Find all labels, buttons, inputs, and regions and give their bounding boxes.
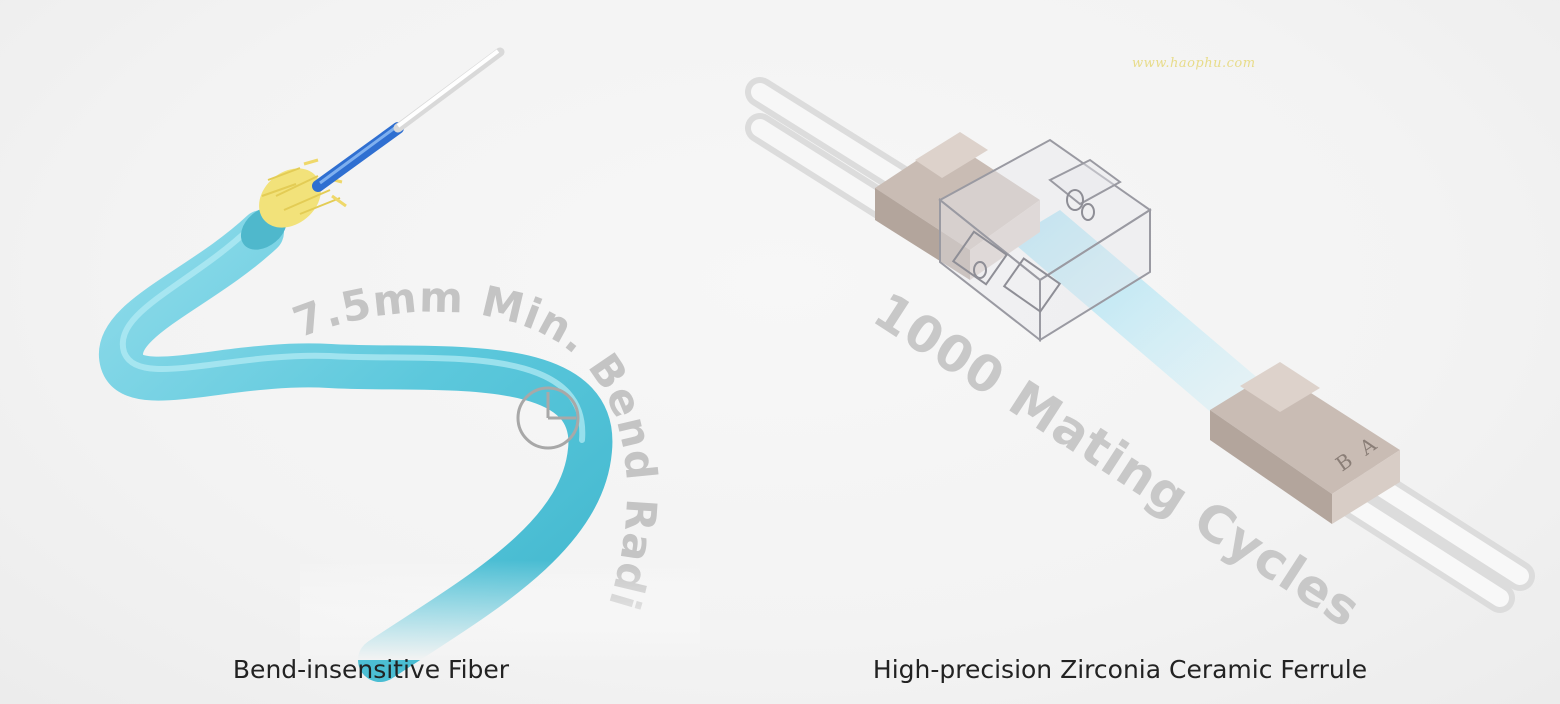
fiber-svg: 7.5mm Min. Bend Radius (0, 0, 700, 682)
radius-icon (516, 386, 580, 450)
fiber-illustration: 7.5mm Min. Bend Radius (0, 0, 700, 704)
light-beam (1010, 210, 1260, 420)
watermark: www.haophu.com (1132, 56, 1256, 71)
right-lc-connector (1210, 362, 1400, 524)
left-lc-connector (875, 132, 1040, 280)
left-cables (745, 77, 925, 225)
connector-illustration: 1000 Mating Cycles (720, 0, 1560, 704)
caption-ferrule: High-precision Zirconia Ceramic Ferrule (872, 655, 1368, 684)
connector-svg: 1000 Mating Cycles (745, 77, 1535, 639)
adapter-details (951, 189, 1095, 313)
caption-bend-insensitive: Bend-insensitive Fiber (232, 655, 510, 684)
fiber-highlight (396, 49, 500, 128)
right-cables (1335, 465, 1535, 613)
buffer-highlight (319, 125, 397, 185)
cable-fade (300, 560, 700, 660)
adapter-housing (938, 138, 1152, 343)
cable-highlight (119, 225, 586, 443)
